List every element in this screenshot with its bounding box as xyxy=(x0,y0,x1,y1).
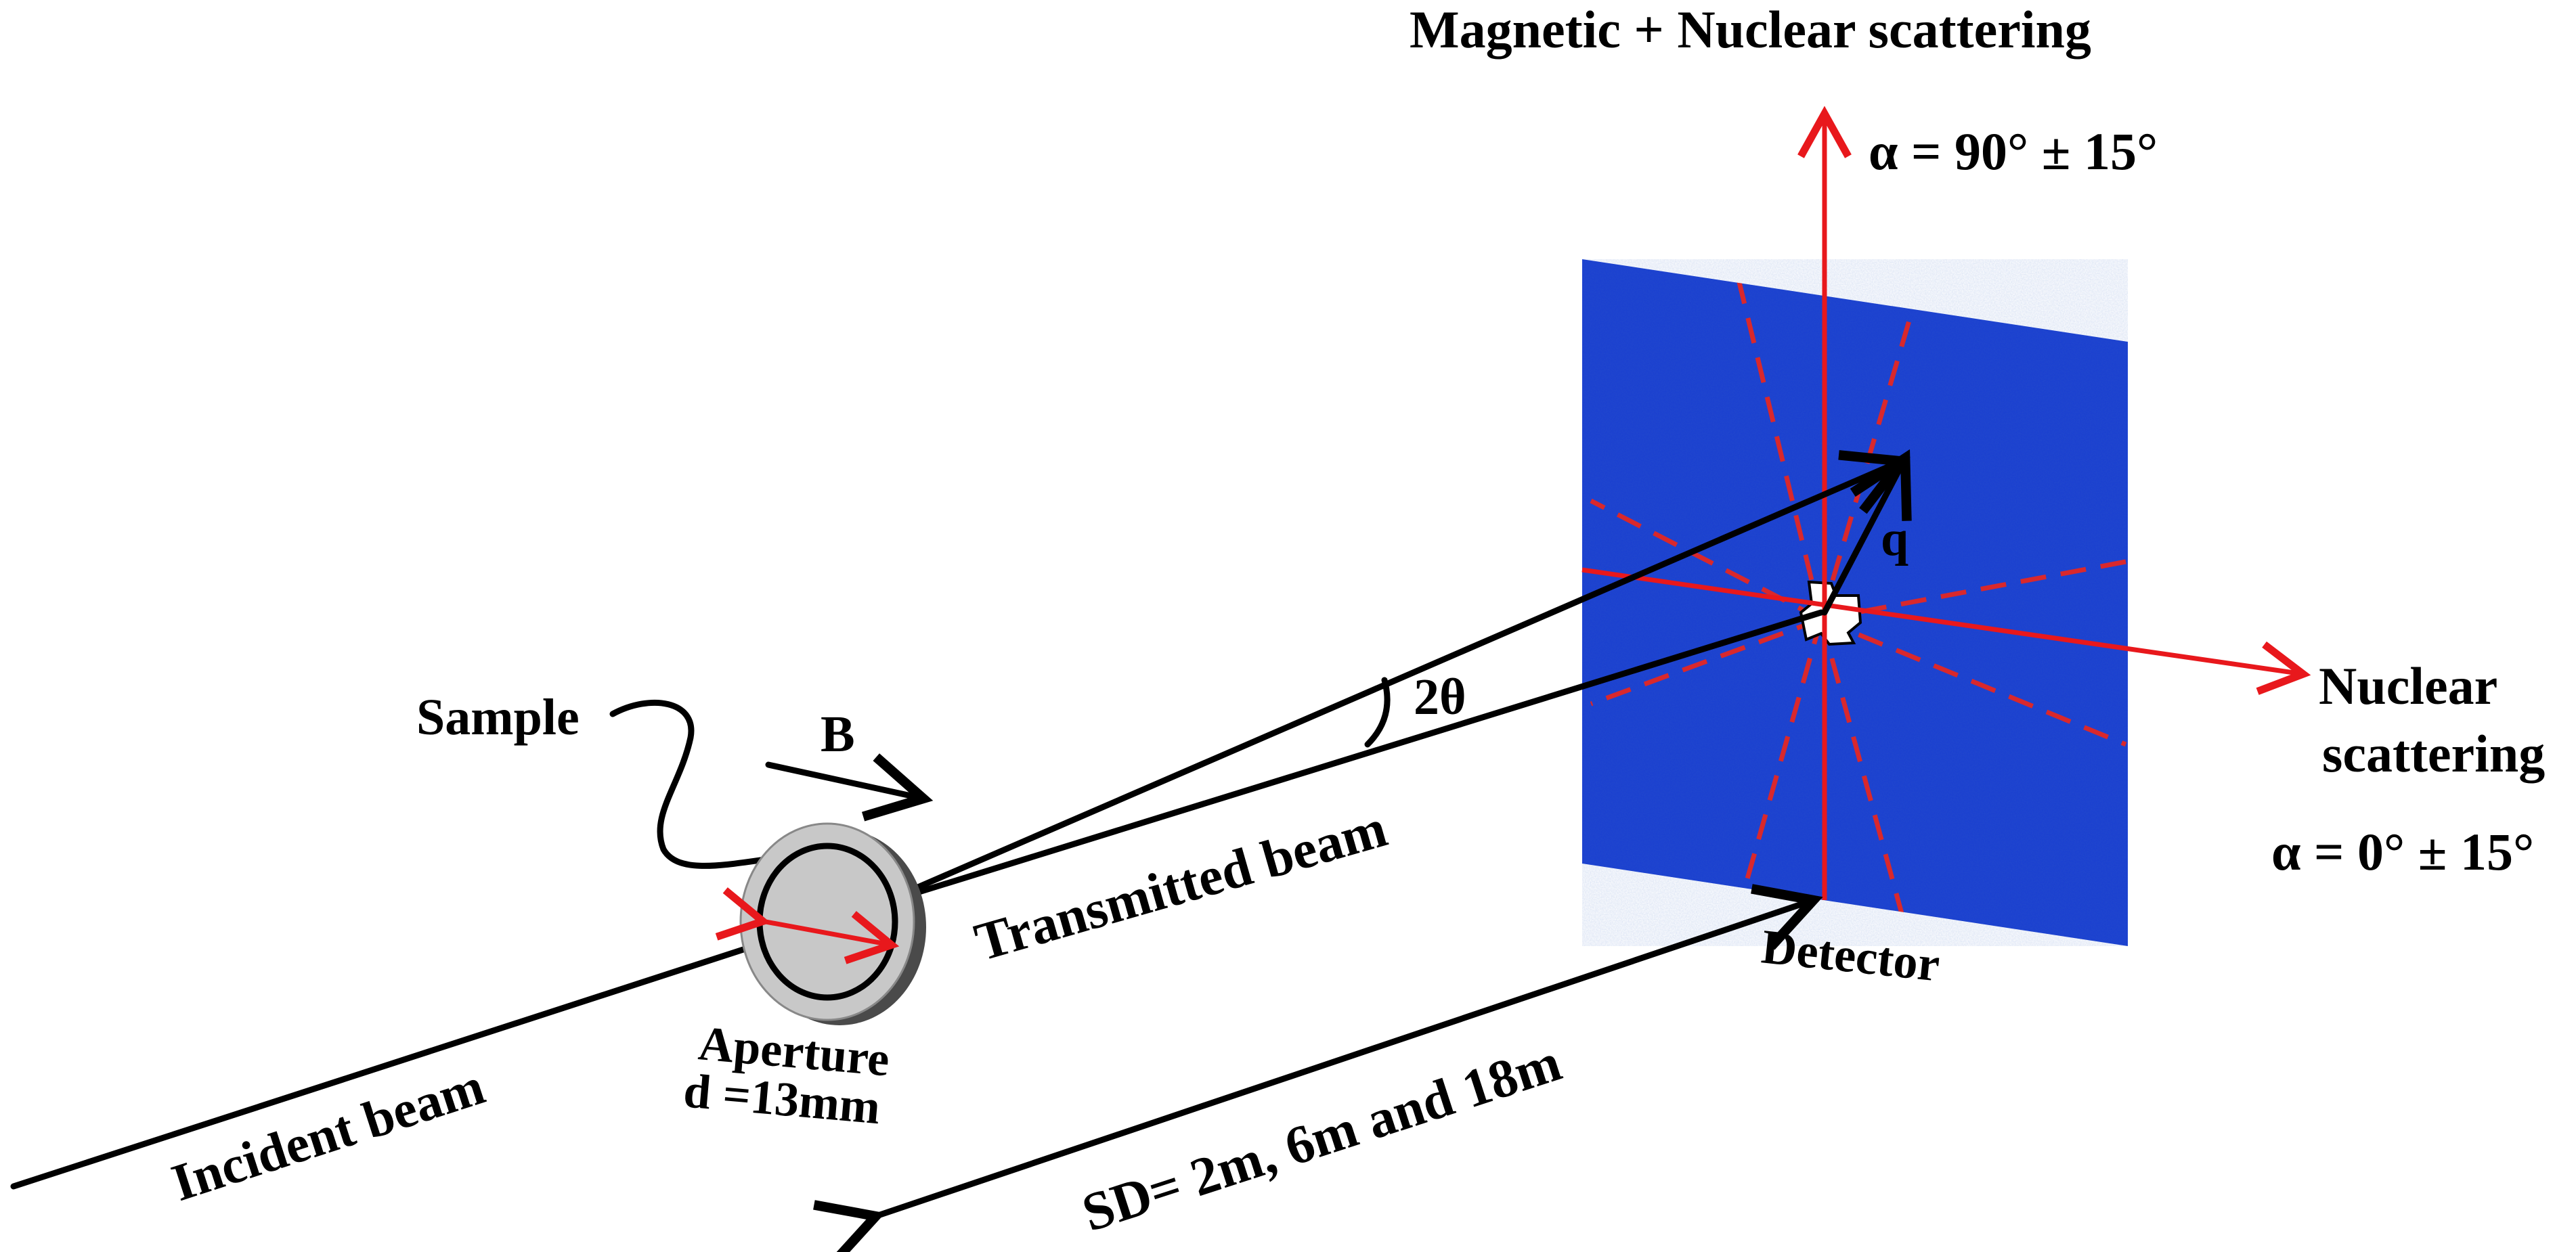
beam-lines xyxy=(10,449,1912,1252)
q-label: q xyxy=(1881,511,1908,566)
two-theta-label: 2θ xyxy=(1414,669,1466,725)
alpha-0-label: α = 0° ± 15° xyxy=(2271,822,2534,881)
sample-label: Sample xyxy=(416,689,580,746)
nuclear-scattering-label-line1: Nuclear xyxy=(2319,656,2497,715)
transmitted-beam-line xyxy=(900,609,1825,900)
detector-label: Detector xyxy=(1759,919,1942,991)
incident-beam-label: Incident beam xyxy=(165,1056,491,1212)
distance-arrow xyxy=(813,884,1823,1252)
incident-beam-line xyxy=(10,920,826,1190)
transmitted-beam-label: Transmitted beam xyxy=(969,799,1393,973)
scattered-beam-line xyxy=(900,450,1911,897)
alpha-90-label: α = 90° ± 15° xyxy=(1869,122,2158,181)
sample-leader-line xyxy=(609,699,768,869)
scattering-axes xyxy=(1581,106,2311,900)
nuclear-axis-arrow xyxy=(1581,567,2311,695)
sample-aperture xyxy=(715,822,926,1025)
two-theta-arc xyxy=(1364,677,1391,748)
magnetic-nuclear-label: Magnetic + Nuclear scattering xyxy=(1410,0,2091,59)
aperture-diameter-arrow xyxy=(715,887,900,964)
field-arrow xyxy=(765,753,934,822)
detector-panel xyxy=(1582,259,2128,946)
q-vector-arrow xyxy=(1821,449,1912,616)
nuclear-scattering-label-line2: scattering xyxy=(2322,724,2545,783)
field-label: B xyxy=(821,706,855,763)
